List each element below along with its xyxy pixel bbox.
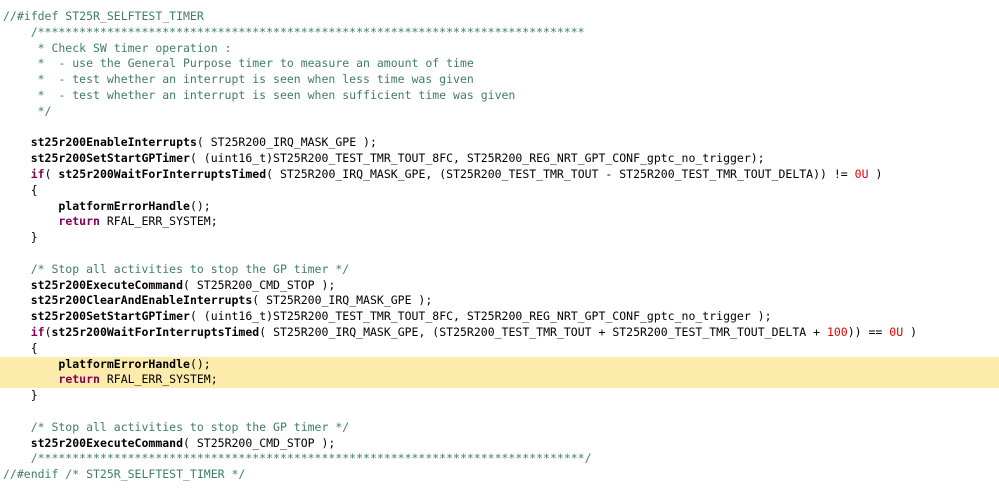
code-line[interactable]: { [0, 183, 999, 199]
code-comment: * - use the General Purpose timer to mea… [3, 56, 474, 71]
code-text: ( ST25R200_CMD_STOP ); [183, 435, 336, 450]
code-text: ( ST25R200_IRQ_MASK_GPE, (ST25R200_TEST_… [266, 166, 855, 181]
code-comment: //#ifdef ST25R_SELFTEST_TIMER [3, 9, 204, 23]
code-text: } [3, 388, 38, 403]
code-text: { [3, 182, 38, 197]
code-text: ( (uint16_t)ST25R200_TEST_TMR_TOUT_8FC, … [189, 151, 765, 166]
code-line[interactable] [0, 246, 999, 262]
code-function-name: st25r200WaitForInterruptsTimed [58, 166, 267, 181]
code-line[interactable]: if(st25r200WaitForInterruptsTimed( ST25R… [0, 325, 999, 341]
code-text: RFAL_ERR_SYSTEM; [99, 372, 218, 387]
code-line[interactable]: { [0, 341, 999, 357]
code-line[interactable]: st25r200ExecuteCommand( ST25R200_CMD_STO… [0, 278, 999, 294]
code-keyword: if [30, 166, 45, 181]
code-function-name: st25r200ExecuteCommand [30, 277, 184, 292]
code-line[interactable]: } [0, 230, 999, 246]
code-function-name: st25r200ClearAndEnableInterrupts [30, 293, 253, 308]
code-line[interactable]: } [0, 388, 999, 404]
code-text [3, 325, 31, 339]
code-function-name: st25r200SetStartGPTimer [30, 309, 190, 324]
code-line[interactable]: platformErrorHandle(); [0, 199, 999, 215]
code-comment: /* Stop all activities to stop the GP ti… [3, 261, 350, 276]
code-text [3, 214, 58, 228]
code-text: )) == [847, 324, 890, 339]
code-text [3, 199, 58, 213]
code-function-name: st25r200ExecuteCommand [30, 435, 184, 450]
code-text: ( (uint16_t)ST25R200_TEST_TMR_TOUT_8FC, … [189, 309, 772, 324]
code-text: ( ST25R200_IRQ_MASK_GPE ); [196, 135, 377, 150]
code-comment: * - test whether an interrupt is seen wh… [3, 72, 474, 87]
code-function-name: platformErrorHandle [58, 356, 190, 371]
code-comment: * - test whether an interrupt is seen wh… [3, 87, 516, 102]
code-function-name: platformErrorHandle [58, 198, 190, 213]
code-line[interactable]: * Check SW timer operation : [0, 41, 999, 57]
code-line[interactable]: st25r200ExecuteCommand( ST25R200_CMD_STO… [0, 436, 999, 452]
code-number: 100 [826, 324, 848, 339]
code-text [3, 357, 58, 371]
code-line[interactable]: //#endif /* ST25R_SELFTEST_TIMER */ [0, 467, 999, 483]
code-comment: * Check SW timer operation : [3, 40, 232, 55]
code-comment: /***************************************… [3, 24, 585, 39]
code-keyword: if [30, 324, 45, 339]
code-line[interactable]: platformErrorHandle(); [0, 356, 999, 373]
code-text [3, 278, 31, 292]
code-function-name: st25r200SetStartGPTimer [30, 151, 190, 166]
code-text [3, 135, 31, 149]
code-text: { [3, 340, 38, 355]
code-line[interactable]: st25r200SetStartGPTimer( (uint16_t)ST25R… [0, 309, 999, 325]
code-text [3, 293, 31, 307]
code-text [3, 309, 31, 323]
code-line[interactable]: /***************************************… [0, 451, 999, 467]
code-line[interactable]: st25r200EnableInterrupts( ST25R200_IRQ_M… [0, 135, 999, 151]
code-line[interactable] [0, 404, 999, 420]
code-text [3, 372, 58, 386]
code-line[interactable] [0, 120, 999, 136]
code-line[interactable]: st25r200SetStartGPTimer( (uint16_t)ST25R… [0, 151, 999, 167]
code-text [3, 151, 31, 165]
code-editor[interactable]: //#ifdef ST25R_SELFTEST_TIMER /*********… [0, 9, 999, 483]
code-line[interactable]: return RFAL_ERR_SYSTEM; [0, 372, 999, 389]
code-line[interactable]: if( st25r200WaitForInterruptsTimed( ST25… [0, 167, 999, 183]
code-text [3, 436, 31, 450]
code-number: 0U [854, 166, 869, 181]
code-line[interactable]: return RFAL_ERR_SYSTEM; [0, 214, 999, 230]
code-text: RFAL_ERR_SYSTEM; [99, 214, 218, 229]
code-number: 0U [889, 324, 904, 339]
code-function-name: st25r200EnableInterrupts [30, 135, 197, 150]
code-line[interactable]: st25r200ClearAndEnableInterrupts( ST25R2… [0, 293, 999, 309]
code-line[interactable]: * - test whether an interrupt is seen wh… [0, 72, 999, 88]
code-line[interactable]: */ [0, 104, 999, 120]
code-keyword: return [58, 214, 100, 229]
code-text: (); [189, 356, 211, 371]
code-line[interactable]: /* Stop all activities to stop the GP ti… [0, 420, 999, 436]
code-text: (); [189, 198, 211, 213]
code-comment: //#endif /* ST25R_SELFTEST_TIMER */ [3, 467, 246, 482]
code-comment: /* Stop all activities to stop the GP ti… [3, 419, 350, 434]
code-text: ( ST25R200_IRQ_MASK_GPE ); [252, 293, 433, 308]
code-line[interactable]: /***************************************… [0, 25, 999, 41]
code-text: ( [44, 166, 59, 181]
code-line[interactable]: /* Stop all activities to stop the GP ti… [0, 262, 999, 278]
code-comment: */ [3, 103, 52, 118]
code-function-name: st25r200WaitForInterruptsTimed [51, 324, 260, 339]
code-text: ) [903, 324, 917, 339]
code-line[interactable]: //#ifdef ST25R_SELFTEST_TIMER [0, 9, 999, 25]
code-text: ( ST25R200_CMD_STOP ); [183, 277, 336, 292]
code-comment: /***************************************… [3, 451, 592, 466]
code-line[interactable]: * - test whether an interrupt is seen wh… [0, 88, 999, 104]
code-text: ( [44, 324, 52, 339]
code-text: ) [868, 166, 883, 181]
code-text [3, 167, 31, 181]
code-keyword: return [58, 372, 100, 387]
code-line[interactable]: * - use the General Purpose timer to mea… [0, 56, 999, 72]
code-text: } [3, 230, 38, 245]
code-text: ( ST25R200_IRQ_MASK_GPE, (ST25R200_TEST_… [259, 324, 827, 339]
